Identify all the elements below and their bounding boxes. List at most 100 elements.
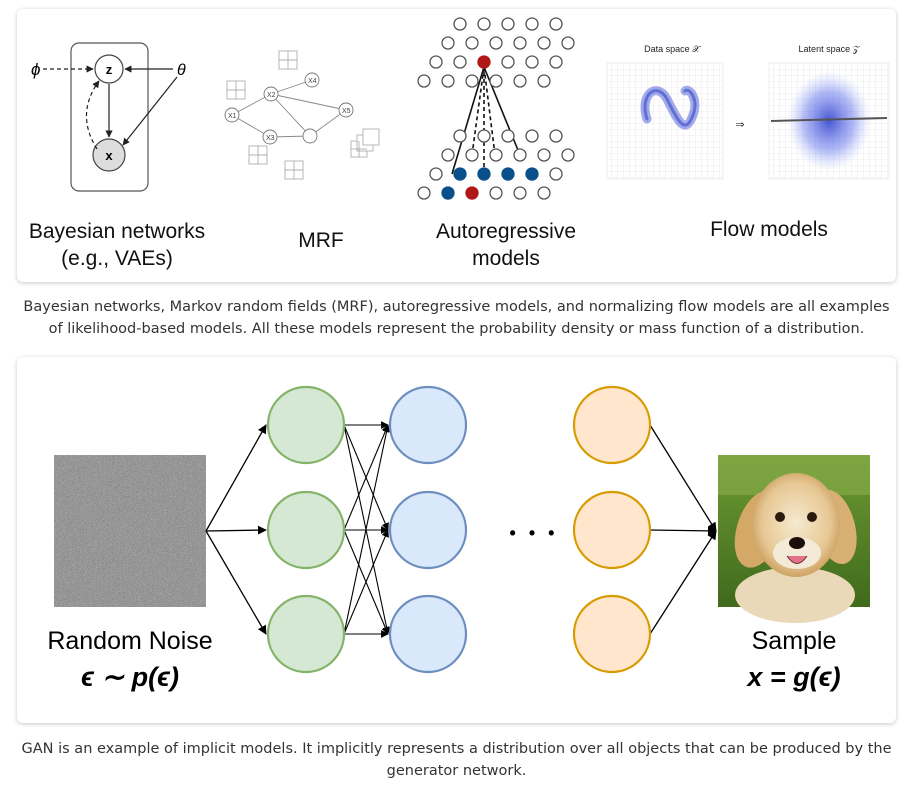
ar-node [513,36,527,50]
output-edge [649,424,717,532]
hidden-layer-1-node [266,385,346,465]
ar-node [453,55,467,69]
latent-space-axis [770,117,888,122]
sample-formula: x = g(ϵ) [745,662,840,692]
likelihood-models-figure: z x ϕ θ Bayesian networks (e.g., VAEs) [17,9,896,282]
mrf-node-4: X4 [308,78,317,85]
bayesian-network-diagram: z x ϕ θ Bayesian networks (e.g., VAEs) [29,42,205,270]
flow-models-diagram: Data space 𝒳 Latent space 𝒵 ⇒ Flow model… [606,44,890,241]
data-space-label: Data space 𝒳 [644,44,701,54]
ar-node [417,74,431,88]
ar-node [501,17,515,31]
bayes-sublabel: (e.g., VAEs) [61,247,173,270]
sample-puppy-image [718,455,870,623]
ar-context-node [441,186,455,200]
ar-node [429,167,443,181]
flow-transform-arrow: ⇒ [735,119,744,131]
ar-node [453,129,467,143]
phi-symbol: ϕ [31,60,40,79]
mrf-node-1: X1 [228,113,237,120]
x-to-z-dashed-arrow [85,80,100,150]
theta-symbol: θ [177,62,186,79]
node-z [94,54,124,84]
ar-node [501,129,515,143]
ar-target-node [477,55,491,69]
ar-node [489,36,503,50]
mrf-node-2: X2 [267,92,276,99]
input-edge [205,530,267,635]
ar-node [417,186,431,200]
hidden-edge [343,424,391,635]
ar-node [537,186,551,200]
hidden-layer-2-node [388,594,468,674]
gan-svg: Random Noise ϵ ∼ p(ϵ) • • • Sample x = g… [47,385,870,692]
ar-context-node [453,167,467,181]
latent-space-label: Latent space 𝒵 [799,44,861,54]
ar-node [489,148,503,162]
noise-formula: ϵ ∼ p(ϵ) [81,662,179,692]
layer-ellipsis: • • • [510,523,559,543]
ar-node [537,148,551,162]
input-edge [205,525,267,535]
ar-node [489,186,503,200]
autoregressive-sublabel: models [472,247,540,270]
output-layer-node [572,490,652,570]
autoregressive-label: Autoregressive [436,220,576,243]
ar-node [549,17,563,31]
hidden-layer-2-node [388,490,468,570]
ar-node [441,74,455,88]
ar-node [513,74,527,88]
hidden-layer-1-node [266,594,346,674]
node-x-label: x [105,148,113,163]
random-noise-image [54,455,206,607]
ar-node [561,148,575,162]
generator-network-nodes [266,385,652,674]
ar-node [441,36,455,50]
ar-node [465,74,479,88]
mrf-diagram: X1 X2 X3 X4 X5 MRF [224,50,380,252]
hidden-layer-2-node [388,385,468,465]
likelihood-models-svg: z x ϕ θ Bayesian networks (e.g., VAEs) [29,17,890,270]
ar-node [561,36,575,50]
ar-node [441,148,455,162]
gan-figure: Random Noise ϵ ∼ p(ϵ) • • • Sample x = g… [17,357,896,723]
theta-to-x-arrow [122,76,178,146]
ar-node [549,167,563,181]
node-x [92,138,126,172]
ar-node [549,55,563,69]
ar-node [465,148,479,162]
ar-node [525,129,539,143]
mrf-node-3: X3 [266,135,275,142]
output-edge [649,530,717,635]
network-edges [205,421,717,638]
ar-node [477,17,491,31]
flow-label: Flow models [710,218,828,241]
ar-node [489,74,503,88]
hidden-edge [343,424,389,531]
latent-space-distribution [787,71,871,171]
hidden-layer-1-node [266,490,346,570]
ar-context-node [477,167,491,181]
ar-node [513,148,527,162]
mrf-node-5: X5 [342,108,351,115]
caption-gan: GAN is an example of implicit models. It… [21,741,892,779]
autoregressive-diagram: Autoregressive models [417,17,576,270]
ar-node [513,186,527,200]
ar-node [501,55,515,69]
ar-node [429,55,443,69]
ar-current-node [465,186,479,200]
ar-node [549,129,563,143]
output-layer-node [572,594,652,674]
input-edge [205,424,267,532]
bayes-label: Bayesian networks [29,220,205,243]
ar-node [477,129,491,143]
ar-node [465,36,479,50]
random-noise-label: Random Noise [47,627,212,655]
ar-node [525,17,539,31]
caption-likelihood-models: Bayesian networks, Markov random fields … [23,299,890,337]
ar-context-node [525,167,539,181]
output-edge [649,526,717,536]
output-layer-node [572,385,652,465]
data-space-plot [606,62,724,180]
node-z-label: z [106,62,113,77]
